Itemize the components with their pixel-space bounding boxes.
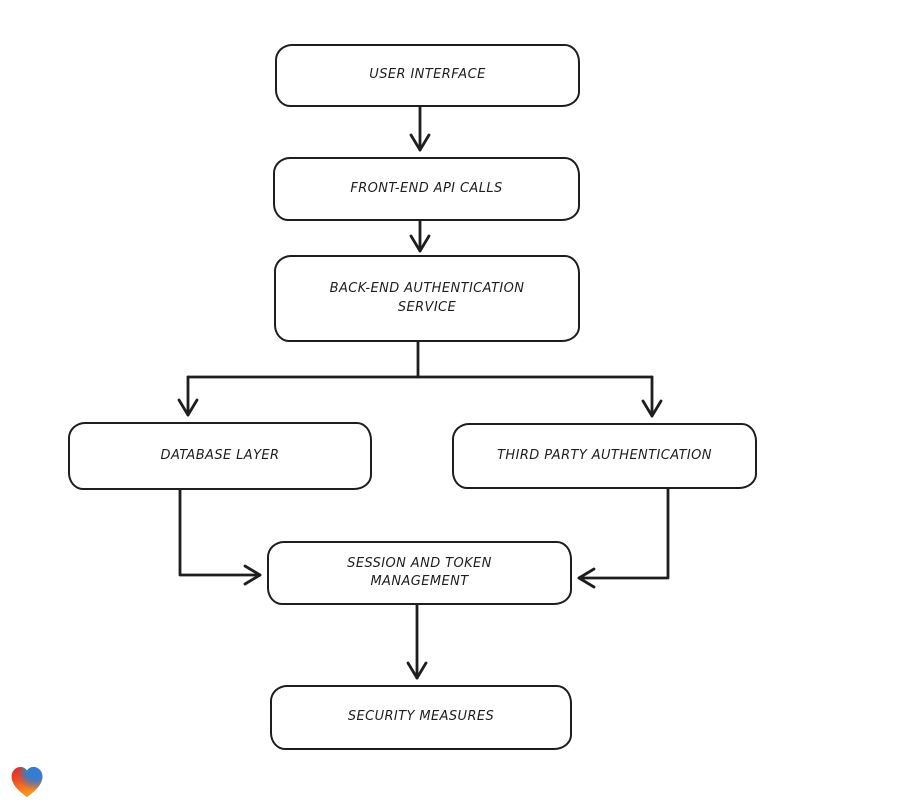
node-database-layer-label: DATABASE LAYER [160, 447, 280, 463]
node-security-measures: SECURITY MEASURES [270, 685, 572, 750]
node-database-layer: DATABASE LAYER [68, 422, 372, 490]
node-user-interface-label: USER INTERFACE [369, 67, 486, 83]
node-back-end-authentication-service-label: BACK-END AUTHENTICATION SERVICE [329, 281, 525, 315]
node-session-and-token-management: SESSION AND TOKEN MANAGEMENT [267, 541, 572, 605]
node-third-party-authentication-label: THIRD PARTY AUTHENTICATION [497, 447, 712, 463]
node-user-interface: USER INTERFACE [275, 44, 580, 107]
heart-shape [11, 766, 43, 798]
node-front-end-api-calls-label: FRONT-END API CALLS [350, 180, 503, 196]
arrow-database-to-session [178, 487, 262, 586]
heart-logo[interactable] [8, 761, 46, 801]
node-session-and-token-management-label: SESSION AND TOKEN MANAGEMENT [347, 555, 492, 589]
node-back-end-authentication-service: BACK-END AUTHENTICATION SERVICE [274, 255, 580, 342]
arrow-third-party-to-session [577, 486, 670, 589]
node-front-end-api-calls: FRONT-END API CALLS [273, 157, 580, 221]
node-third-party-authentication: THIRD PARTY AUTHENTICATION [452, 423, 757, 489]
node-security-measures-label: SECURITY MEASURES [347, 709, 495, 725]
